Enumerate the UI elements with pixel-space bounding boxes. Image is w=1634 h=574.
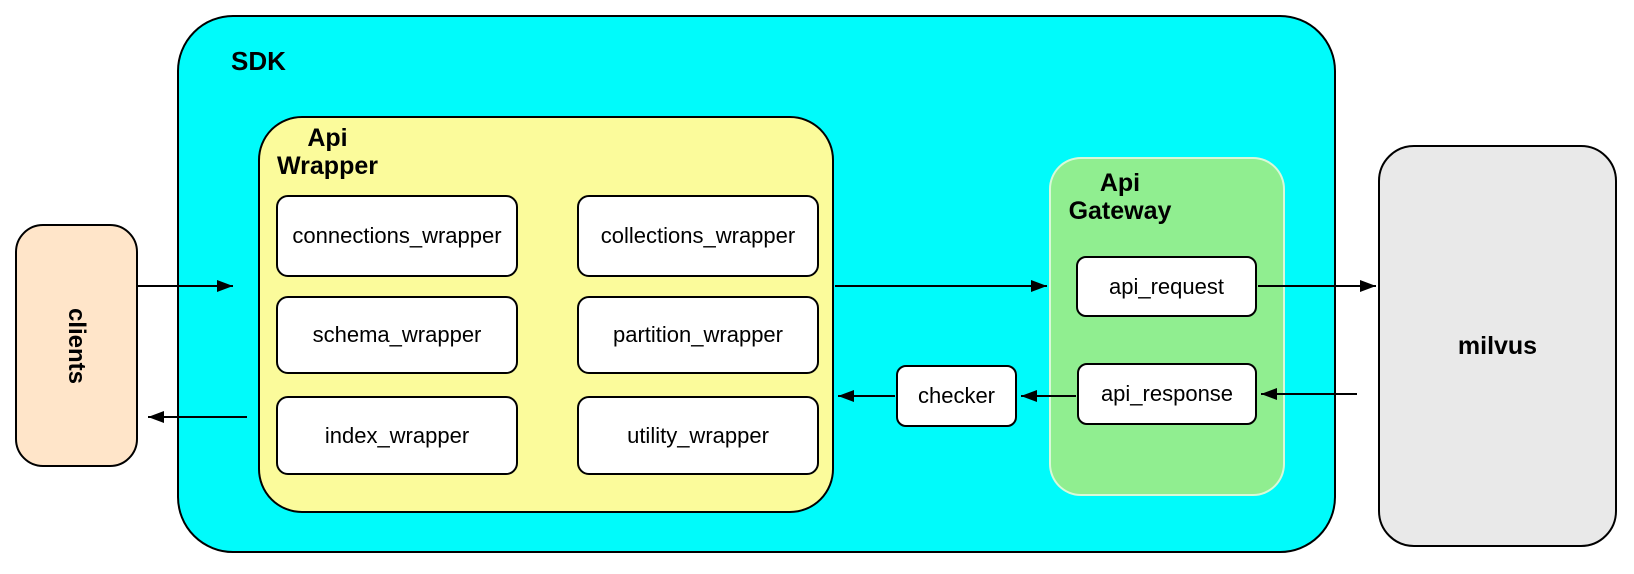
node-api-wrapper-label: Api Wrapper (277, 124, 378, 180)
node-checker: checker (896, 365, 1017, 427)
node-schema-wrapper: schema_wrapper (276, 296, 518, 374)
node-clients: clients (15, 224, 138, 467)
node-milvus: milvus (1378, 145, 1617, 547)
node-index-wrapper: index_wrapper (276, 396, 518, 475)
node-api-gateway-label: Api Gateway (1068, 169, 1172, 225)
node-collections-wrapper: collections_wrapper (577, 195, 819, 277)
node-clients-label: clients (63, 307, 91, 384)
node-milvus-label: milvus (1457, 331, 1538, 360)
node-connections-wrapper: connections_wrapper (276, 195, 518, 277)
node-api-response: api_response (1077, 363, 1257, 425)
node-api-request: api_request (1076, 256, 1257, 317)
node-utility-wrapper: utility_wrapper (577, 396, 819, 475)
node-api-gateway: Api Gateway (1049, 157, 1285, 496)
node-sdk-label: SDK (231, 46, 286, 76)
node-partition-wrapper: partition_wrapper (577, 296, 819, 374)
